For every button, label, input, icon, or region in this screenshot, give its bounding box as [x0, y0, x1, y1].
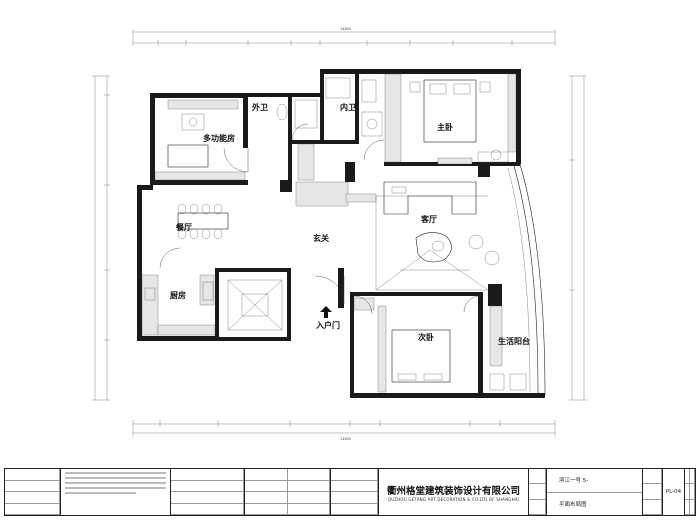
furniture — [144, 77, 527, 391]
company-name-cn: 衢州格堂建筑装饰设计有限公司 — [386, 485, 520, 497]
room-label-guest-bath: 外卫 — [252, 102, 268, 112]
shower — [325, 77, 351, 99]
master-bed — [423, 79, 477, 143]
drawing-title: 平面布局图 — [559, 501, 587, 508]
right-dimension-lines — [569, 75, 587, 401]
svg-text:14850: 14850 — [340, 27, 351, 31]
title-block-logo-cell — [5, 469, 61, 515]
curved-balcony-wall — [507, 163, 546, 397]
bottom-dimension-lines: 14850 — [132, 420, 556, 441]
desk — [181, 113, 205, 131]
doors — [159, 123, 481, 318]
floor-plan-drawing: 14850 14850 — [92, 27, 587, 441]
room-label-kitchen: 厨房 — [170, 290, 186, 300]
title-block-sheet-cell — [685, 469, 695, 515]
room-label-ensuite-bath: 内卫 — [340, 102, 356, 112]
room-label-dining: 餐厅 — [175, 222, 192, 232]
title-block-label-cell — [529, 469, 547, 515]
room-label-multi-room: 多功能房 — [203, 133, 235, 143]
ensuite-vanity — [361, 111, 383, 137]
elevator — [227, 279, 283, 331]
top-dimension-lines: 14850 — [132, 27, 556, 46]
room-label-balcony: 生活阳台 — [498, 336, 530, 346]
walls — [137, 69, 545, 398]
title-block-company-cell: 衢州格堂建筑装饰设计有限公司 QUZHOU GETANG ART DECORAT… — [379, 469, 529, 515]
sofa-bed — [167, 144, 209, 168]
title-block: 衢州格堂建筑装饰设计有限公司 QUZHOU GETANG ART DECORAT… — [4, 468, 696, 516]
room-label-master-bedroom: 主卧 — [437, 122, 453, 132]
title-block-approval-cell — [171, 469, 245, 515]
entrance-arrow — [320, 306, 332, 318]
guest-toilet — [276, 103, 288, 121]
title-block-date-cell — [331, 469, 379, 515]
dining-table — [177, 212, 229, 230]
title-block-signature-cell — [245, 469, 331, 515]
title-block-project-cell: 滨江一号 5- 平面布局图 — [547, 469, 643, 515]
cabinets — [141, 73, 503, 393]
company-name-en: QUZHOU GETANG ART DECORATION & CO.LTD OF… — [387, 496, 520, 502]
room-label-foyer: 玄关 — [313, 233, 329, 243]
left-dimension-lines — [92, 75, 110, 401]
title-block-number-cell: PL-04 — [663, 469, 685, 515]
title-block-scale-cell — [643, 469, 663, 515]
sofa — [383, 181, 477, 215]
svg-text:14850: 14850 — [340, 437, 351, 441]
second-bed — [391, 329, 451, 383]
title-block-notes-cell — [61, 469, 171, 515]
room-label-living: 客厅 — [420, 214, 437, 224]
room-label-entrance: 入户门 — [315, 320, 340, 330]
project-name: 滨江一号 5- — [559, 478, 589, 485]
ensuite-toilet — [361, 79, 377, 103]
drawing-number: PL-04 — [665, 489, 682, 495]
room-label-second-bedroom: 次卧 — [418, 332, 434, 342]
coffee-table — [415, 232, 452, 263]
